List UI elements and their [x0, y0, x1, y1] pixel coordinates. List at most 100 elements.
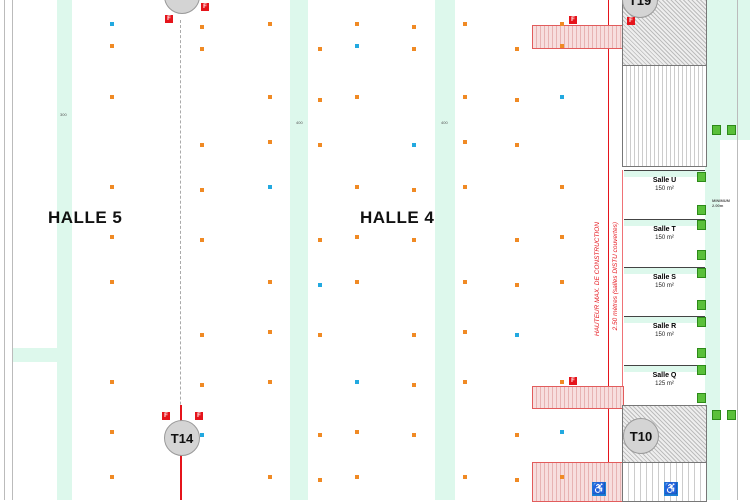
power-outlet-icon [355, 475, 359, 479]
network-outlet-icon [515, 333, 519, 337]
emergency-exit-icon [712, 410, 721, 420]
room-area: 150 m² [655, 283, 674, 289]
power-outlet-icon [110, 44, 114, 48]
hall-5-label: HALLE 5 [48, 208, 123, 227]
network-outlet-icon [110, 22, 114, 26]
aisle-mid [290, 0, 308, 500]
power-outlet-icon [318, 333, 322, 337]
accessible-icon: ♿ [592, 482, 606, 496]
power-outlet-icon [515, 238, 519, 242]
network-outlet-icon [560, 95, 564, 99]
power-outlet-icon [355, 430, 359, 434]
network-outlet-icon [355, 380, 359, 384]
accessible-icon: ♿ [664, 482, 678, 496]
power-outlet-icon [463, 330, 467, 334]
fire-sign: F [627, 17, 635, 25]
room-salle-s[interactable]: Salle S 150 m² [624, 267, 705, 316]
construction-limit-line [608, 0, 609, 500]
terminal-t14[interactable]: T14 [164, 420, 200, 456]
power-outlet-icon [463, 22, 467, 26]
aisle-east-top [705, 0, 750, 140]
power-outlet-icon [200, 143, 204, 147]
power-outlet-icon [318, 478, 322, 482]
power-outlet-icon [515, 98, 519, 102]
outer-wall [12, 0, 13, 500]
power-outlet-icon [515, 433, 519, 437]
aisle-east [705, 140, 720, 500]
emergency-exit-icon [697, 220, 706, 230]
emergency-exit-icon [697, 393, 706, 403]
power-outlet-icon [200, 47, 204, 51]
power-outlet-icon [110, 475, 114, 479]
room-salle-q[interactable]: Salle Q 125 m² [624, 365, 705, 406]
power-outlet-icon [110, 380, 114, 384]
room-name: Salle U [652, 177, 677, 184]
emergency-exit-icon [697, 205, 706, 215]
power-outlet-icon [200, 25, 204, 29]
power-outlet-icon [412, 383, 416, 387]
power-outlet-icon [355, 280, 359, 284]
power-outlet-icon [463, 140, 467, 144]
power-outlet-icon [110, 95, 114, 99]
room-salle-t[interactable]: Salle T 150 m² [624, 219, 705, 267]
service-block-t10 [622, 405, 707, 464]
network-outlet-icon [355, 44, 359, 48]
fire-sign: F [165, 15, 173, 23]
power-outlet-icon [560, 280, 564, 284]
fire-sign: F [162, 412, 170, 420]
power-outlet-icon [515, 143, 519, 147]
power-outlet-icon [200, 238, 204, 242]
power-outlet-icon [355, 95, 359, 99]
power-outlet-icon [463, 475, 467, 479]
stair-middle [532, 386, 624, 409]
network-outlet-icon [268, 185, 272, 189]
height-note-line2: 2.50 mètres (salles DISTU couvertes) [612, 222, 619, 331]
aisle-right [435, 0, 455, 500]
power-outlet-icon [268, 280, 272, 284]
stair-top [532, 25, 624, 49]
power-outlet-icon [110, 235, 114, 239]
power-outlet-icon [515, 283, 519, 287]
emergency-exit-icon [727, 125, 736, 135]
terminal-top[interactable] [164, 0, 200, 14]
emergency-exit-icon [712, 125, 721, 135]
power-outlet-icon [515, 47, 519, 51]
dimension-label: 400 [296, 120, 303, 125]
power-outlet-icon [463, 380, 467, 384]
power-outlet-icon [412, 333, 416, 337]
power-outlet-icon [463, 185, 467, 189]
staircase-block [622, 65, 707, 167]
network-outlet-icon [560, 430, 564, 434]
power-outlet-icon [355, 235, 359, 239]
outer-wall [737, 0, 738, 500]
room-area: 150 m² [655, 235, 674, 241]
power-outlet-icon [560, 380, 564, 384]
power-outlet-icon [560, 475, 564, 479]
fire-sign: F [201, 3, 209, 11]
power-outlet-icon [268, 140, 272, 144]
power-outlet-icon [412, 188, 416, 192]
room-area: 125 m² [655, 381, 674, 387]
room-name: Salle T [653, 226, 676, 233]
room-name: Salle S [653, 274, 676, 281]
terminal-t10[interactable]: T10 [623, 418, 659, 454]
power-outlet-icon [268, 330, 272, 334]
network-outlet-icon [412, 143, 416, 147]
emergency-exit-icon [727, 410, 736, 420]
power-outlet-icon [200, 333, 204, 337]
dimension-label: 400 [441, 120, 448, 125]
hall-4-label: HALLE 4 [360, 208, 435, 227]
fire-sign: F [195, 412, 203, 420]
power-outlet-icon [268, 475, 272, 479]
fire-sign: F [569, 377, 577, 385]
room-area: 150 m² [655, 332, 674, 338]
power-outlet-icon [412, 433, 416, 437]
power-outlet-icon [560, 185, 564, 189]
room-name: Salle Q [652, 372, 677, 379]
power-outlet-icon [560, 22, 564, 26]
power-outlet-icon [515, 478, 519, 482]
aisle-cross [13, 348, 57, 362]
power-outlet-icon [463, 95, 467, 99]
